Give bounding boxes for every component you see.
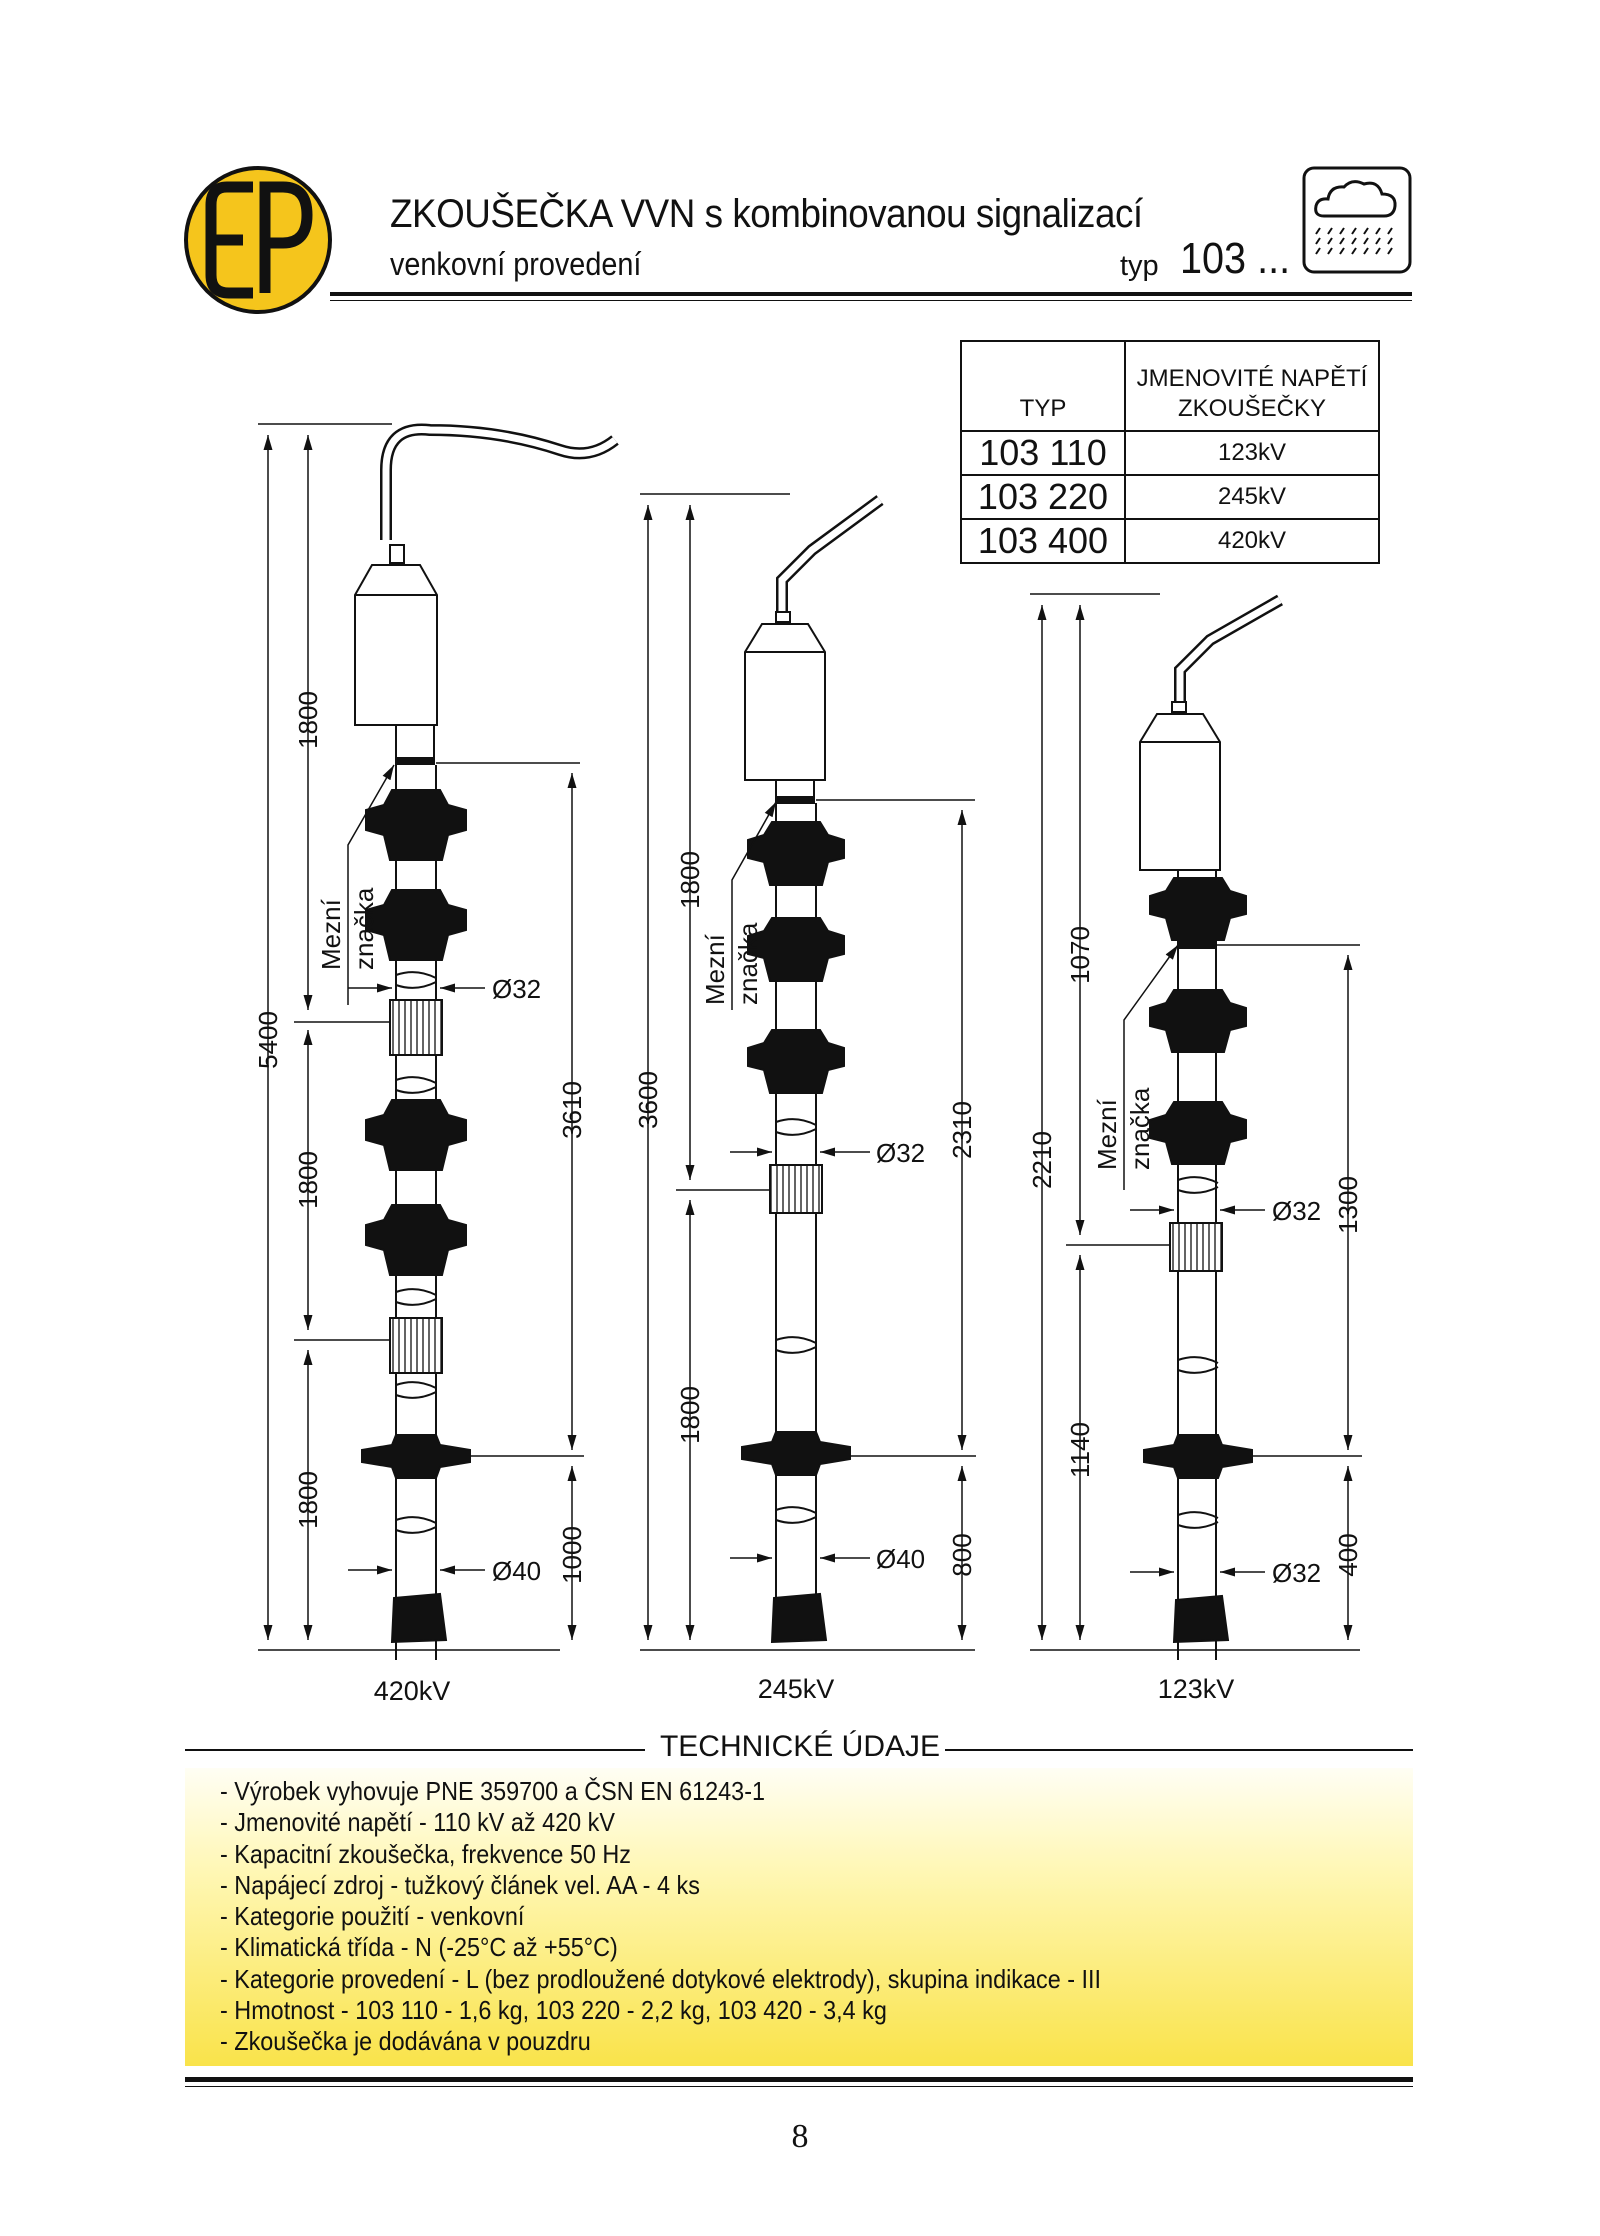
dim-section: 1800 <box>675 1386 705 1444</box>
marker-label: značka <box>349 887 379 970</box>
probe-caption: 420kV <box>374 1676 451 1706</box>
dim-section: 1140 <box>1065 1422 1095 1478</box>
dim-total: 5400 <box>253 1011 283 1069</box>
rain-cloud-icon <box>1302 166 1412 274</box>
type-voltage: 420kV <box>1124 518 1380 564</box>
probe-420kv <box>354 423 619 1660</box>
table-row: 103 400 420kV <box>960 518 1380 564</box>
diameter-label: Ø32 <box>1272 1558 1321 1588</box>
type-table: TYP JMENOVITÉ NAPĚTÍ ZKOUŠEČKY 103 110 1… <box>960 340 1380 564</box>
dim-section: 1800 <box>293 691 323 749</box>
marker-label: Mezní <box>316 898 346 970</box>
type-code: 103 400 <box>960 518 1126 564</box>
dim-total: 3600 <box>633 1071 663 1129</box>
list-item: - Jmenovité napětí - 110 kV až 420 kV <box>220 1807 615 1838</box>
table-row: 103 220 245kV <box>960 474 1380 520</box>
probe-caption: 245kV <box>758 1674 835 1704</box>
page-subtitle: venkovní provedení <box>390 246 642 282</box>
technical-drawing: 5400 1800 1800 1800 3610 1000 Mezní znač… <box>253 423 1363 1706</box>
ep-logo: EP <box>184 166 332 314</box>
diameter-label: Ø40 <box>492 1556 541 1586</box>
list-item: - Klimatická třída - N (-25°C až +55°C) <box>220 1932 618 1963</box>
diameter-label: Ø32 <box>876 1138 925 1168</box>
header-rule <box>330 292 1412 296</box>
type-voltage: 245kV <box>1124 474 1380 520</box>
section-rule <box>185 1749 645 1751</box>
dim-handle: 1000 <box>557 1526 587 1584</box>
section-rule <box>945 1749 1413 1751</box>
list-item: - Kategorie provedení - L (bez prodlouže… <box>220 1963 1102 1994</box>
list-item: - Zkoušečka je dodávána v pouzdru <box>220 2026 591 2057</box>
marker-label: značka <box>1125 1087 1155 1170</box>
tech-list: - Výrobek vyhovuje PNE 359700 a ČSN EN 6… <box>220 1776 1199 2058</box>
footer-rule-thin <box>185 2086 1413 2087</box>
type-table-header-typ: TYP <box>960 340 1126 432</box>
dim-marker: 3610 <box>557 1081 587 1139</box>
typ-value: 103 ... <box>1180 234 1291 283</box>
dim-section: 1800 <box>293 1151 323 1209</box>
probe-123kv <box>1139 594 1283 1660</box>
dim-handle: 400 <box>1333 1533 1363 1576</box>
type-table-header-voltage: JMENOVITÉ NAPĚTÍ ZKOUŠEČKY <box>1124 340 1380 432</box>
marker-label: značka <box>733 922 763 1005</box>
dim-section: 1800 <box>675 851 705 909</box>
type-code: 103 110 <box>960 430 1126 476</box>
list-item: - Kategorie použití - venkovní <box>220 1901 525 1932</box>
dim-total: 2210 <box>1027 1131 1057 1189</box>
dim-handle: 800 <box>947 1533 977 1576</box>
list-item: - Výrobek vyhovuje PNE 359700 a ČSN EN 6… <box>220 1776 766 1806</box>
marker-label: Mezní <box>1092 1098 1122 1170</box>
diameter-label: Ø32 <box>1272 1196 1321 1226</box>
marker-label: Mezní <box>700 933 730 1005</box>
list-item: - Hmotnost - 103 110 - 1,6 kg, 103 220 -… <box>220 1995 887 2026</box>
tech-data-box: - Výrobek vyhovuje PNE 359700 a ČSN EN 6… <box>185 1768 1413 2066</box>
diameter-label: Ø32 <box>492 974 541 1004</box>
typ-label: typ <box>1120 250 1159 282</box>
tech-section-title: TECHNICKÉ ÚDAJE <box>659 1730 941 1763</box>
dim-section: 1800 <box>293 1471 323 1529</box>
dim-marker: 1300 <box>1333 1176 1363 1234</box>
type-code: 103 220 <box>960 474 1126 520</box>
probe-245kv <box>741 495 884 1644</box>
footer-rule <box>185 2077 1413 2082</box>
dim-marker: 2310 <box>947 1101 977 1159</box>
list-item: - Napájecí zdroj - tužkový článek vel. A… <box>220 1869 700 1900</box>
list-item: - Kapacitní zkoušečka, frekvence 50 Hz <box>220 1838 632 1869</box>
dim-section: 1070 <box>1065 926 1095 984</box>
header-rule-thin <box>330 300 1412 301</box>
type-voltage: 123kV <box>1124 430 1380 476</box>
table-row: 103 110 123kV <box>960 430 1380 476</box>
probe-caption: 123kV <box>1158 1674 1235 1704</box>
diameter-label: Ø40 <box>876 1544 925 1574</box>
page-title: ZKOUŠEČKA VVN s kombinovanou signalizací <box>390 192 1143 236</box>
page-number: 8 <box>791 2118 809 2155</box>
